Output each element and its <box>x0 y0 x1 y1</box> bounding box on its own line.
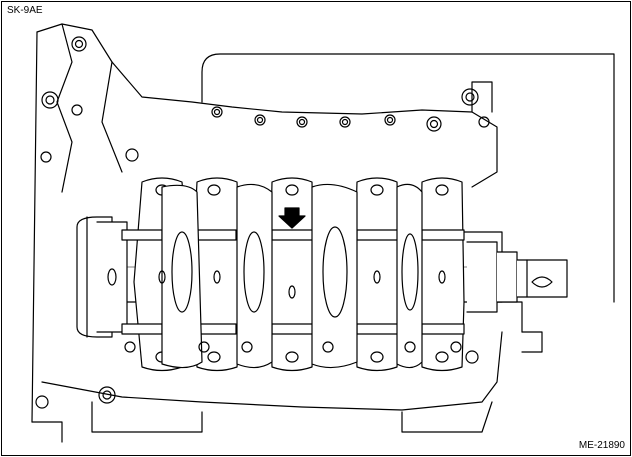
rear-output-shaft <box>466 241 568 313</box>
reference-number: ME-21890 <box>578 440 625 451</box>
journal-oil-holes <box>158 270 446 299</box>
block-bolt-bosses <box>35 36 490 409</box>
down-arrow-icon <box>278 207 306 229</box>
front-pulley <box>76 216 128 338</box>
crank-throws <box>161 183 423 369</box>
figure-code-label: SK-9AE <box>7 5 43 16</box>
lower-bolt-bosses <box>124 341 462 353</box>
